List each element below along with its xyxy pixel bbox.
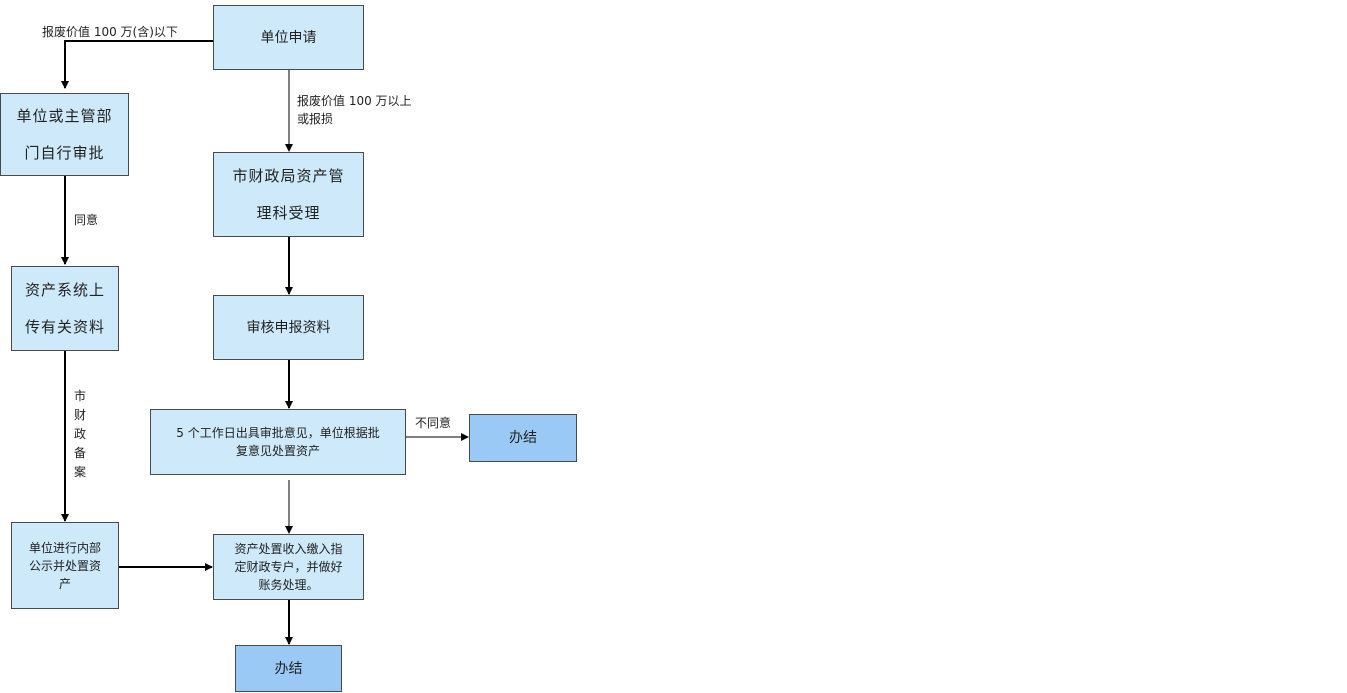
edge-apply-to-self-approve bbox=[61, 40, 213, 89]
edge-label-disagree: 不同意 bbox=[415, 416, 452, 430]
node-income-deposit: 资产处置收入缴入指 定财政专户，并做好 账务处理。 bbox=[213, 534, 364, 600]
edge-label-filing: 市财政备案 bbox=[73, 389, 86, 479]
node-upload-materials: 资产系统上 传有关资料 bbox=[11, 266, 119, 351]
edge-label-above-100: 报废价值 100 万以上 或报损 bbox=[297, 94, 412, 126]
node-done-bottom: 办结 bbox=[235, 645, 342, 692]
node-review-materials: 审核申报资料 bbox=[213, 295, 364, 360]
node-unit-apply: 单位申请 bbox=[213, 5, 364, 70]
node-self-approve: 单位或主管部 门自行审批 bbox=[0, 93, 129, 176]
node-finance-accept: 市财政局资产管 理科受理 bbox=[213, 152, 364, 237]
node-done-right: 办结 bbox=[469, 414, 577, 462]
edge-label-below-100: 报废价值 100 万(含)以下 bbox=[42, 25, 178, 39]
edge-label-agree: 同意 bbox=[74, 213, 99, 227]
node-approval-opinion: 5 个工作日出具审批意见，单位根据批 复意见处置资产 bbox=[150, 409, 406, 475]
node-publicize-dispose: 单位进行内部 公示并处置资 产 bbox=[11, 522, 119, 609]
